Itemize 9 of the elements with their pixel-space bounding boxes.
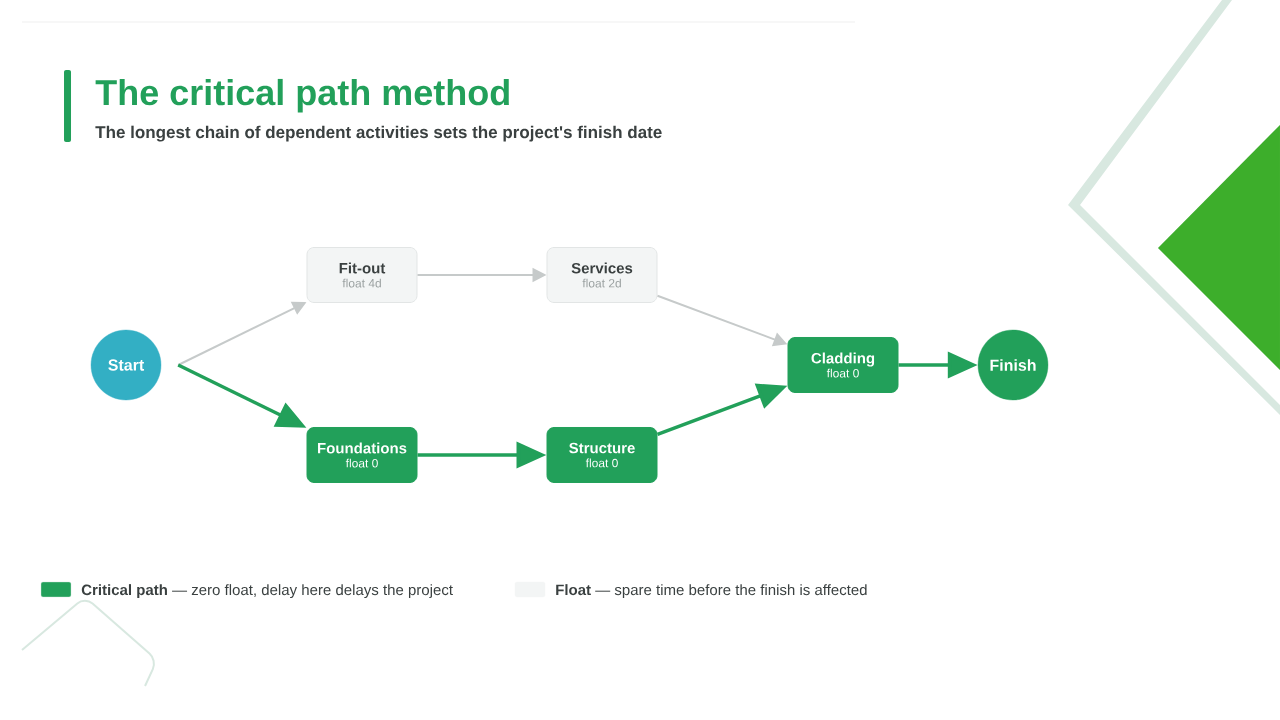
activity-box: Services float 2d xyxy=(546,247,658,303)
activity-box: Foundations float 0 xyxy=(306,427,418,483)
subtitle: The longest chain of dependent activities sets the project's finish date xyxy=(95,125,662,142)
activity-box: Structure float 0 xyxy=(546,427,658,483)
legend-text: Critical path — zero float, delay here delays the project xyxy=(81,584,453,599)
activity-box: Cladding float 0 xyxy=(787,337,899,393)
legend-text: Float — spare time before the finish is affected xyxy=(556,584,867,599)
title: The critical path method xyxy=(95,78,509,113)
activity-box: Fit-out float 4d xyxy=(306,247,418,303)
